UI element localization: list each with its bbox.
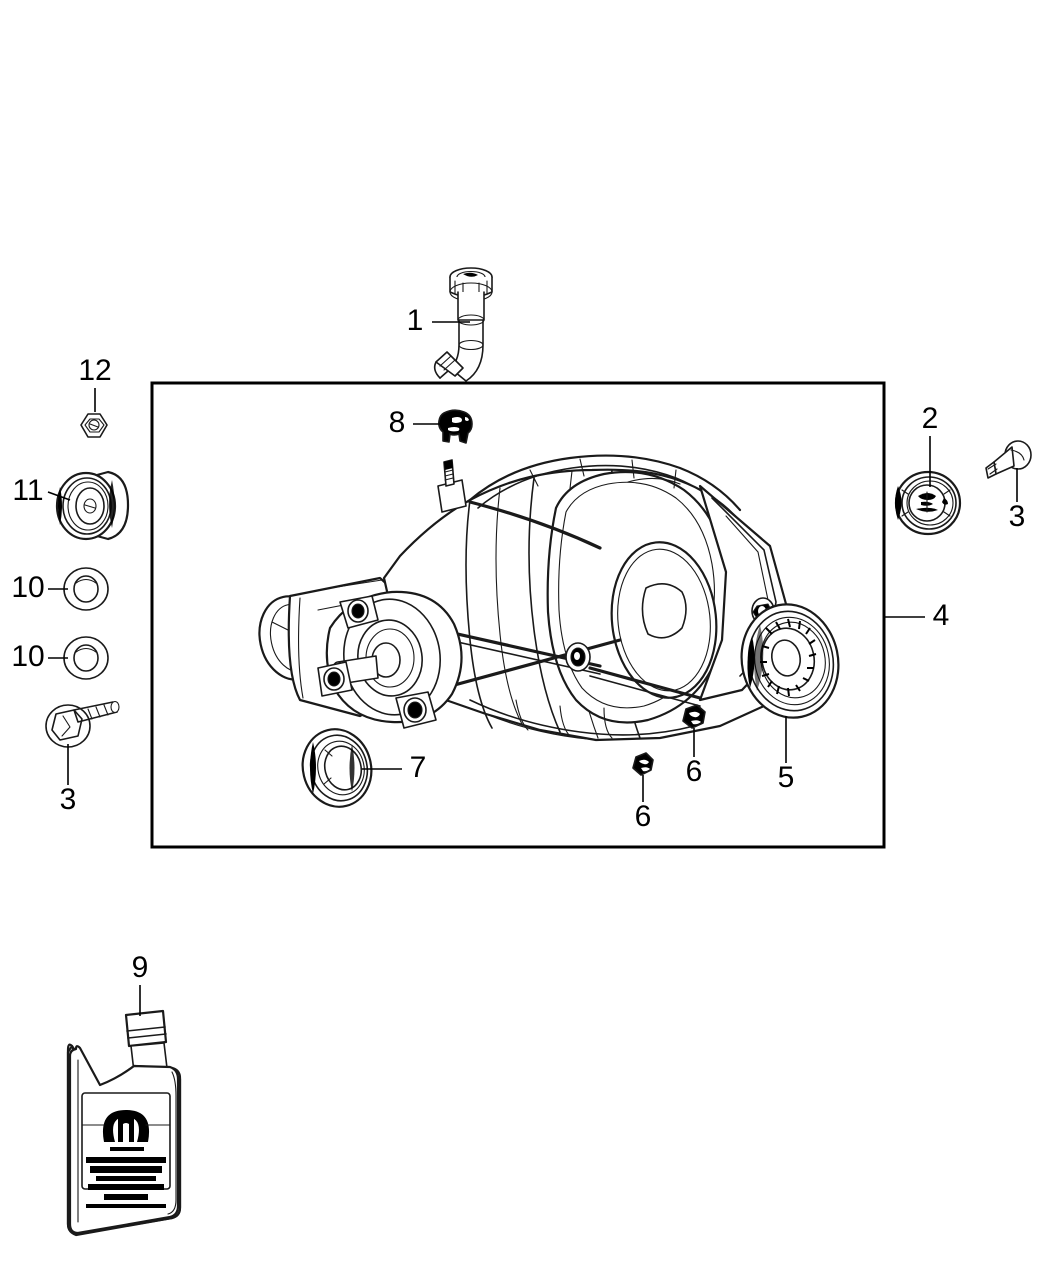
part-vent-cap (894, 470, 962, 536)
callout-1: 1 (407, 304, 424, 337)
callout-10-upper: 10 (11, 571, 44, 604)
main-assembly-frame (150, 381, 886, 849)
part-nut-upper (682, 704, 706, 729)
callout-12: 12 (78, 354, 111, 387)
part-bolt-lower (45, 700, 120, 748)
leader-lines (47, 321, 1018, 1016)
callout-8: 8 (389, 406, 406, 439)
part-isolator-bushing (55, 470, 130, 541)
callout-numbers: 1 2 3 4 5 6 6 7 8 9 10 10 11 12 3 (11, 304, 1025, 984)
part-output-flange-ring (740, 603, 840, 719)
flange-ears (317, 595, 437, 729)
callout-3-lower: 3 (60, 783, 77, 816)
callout-10-lower: 10 (11, 640, 44, 673)
part-vent-hose-clip (438, 409, 473, 444)
callout-11: 11 (12, 474, 43, 507)
part-nut-lower (632, 752, 654, 776)
callout-6-upper: 6 (686, 755, 703, 788)
part-washer-lower (63, 636, 109, 680)
differential-housing (258, 454, 794, 742)
callout-9: 9 (132, 951, 149, 984)
callout-7: 7 (410, 751, 427, 784)
part-vent-tube (433, 267, 493, 382)
callout-5: 5 (778, 761, 795, 794)
part-gear-lubricant-bottle (66, 1009, 182, 1237)
callout-6-lower: 6 (635, 800, 652, 833)
callout-4: 4 (933, 599, 950, 632)
part-nut-isolator (80, 413, 108, 438)
part-pinion-seal (301, 728, 373, 808)
callout-3: 3 (1009, 500, 1026, 533)
part-bolt-upper (985, 440, 1032, 479)
lead-11 (47, 491, 71, 501)
callout-2: 2 (922, 402, 939, 435)
part-washer-upper (63, 567, 109, 611)
